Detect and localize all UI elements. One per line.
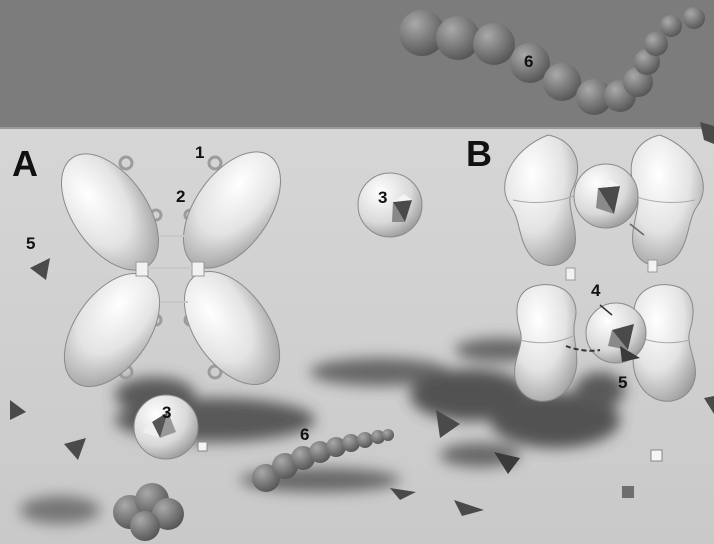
sphere-b-upper: [574, 164, 638, 228]
callout-5-b: 5: [618, 373, 627, 392]
panel-a-label: A: [12, 143, 38, 184]
callout-6-floor: 6: [300, 425, 309, 444]
callout-6-top: 6: [524, 52, 533, 71]
callout-3-bottom: 3: [162, 403, 171, 422]
panel-b-label: B: [466, 133, 492, 174]
callout-5-a: 5: [26, 234, 35, 253]
sphere-3-free: [358, 173, 422, 237]
callout-1: 1: [195, 143, 204, 162]
callout-2: 2: [176, 187, 185, 206]
callout-3-free: 3: [378, 188, 387, 207]
callout-4-b: 4: [591, 281, 601, 300]
sphere-b-lower: [586, 303, 646, 363]
